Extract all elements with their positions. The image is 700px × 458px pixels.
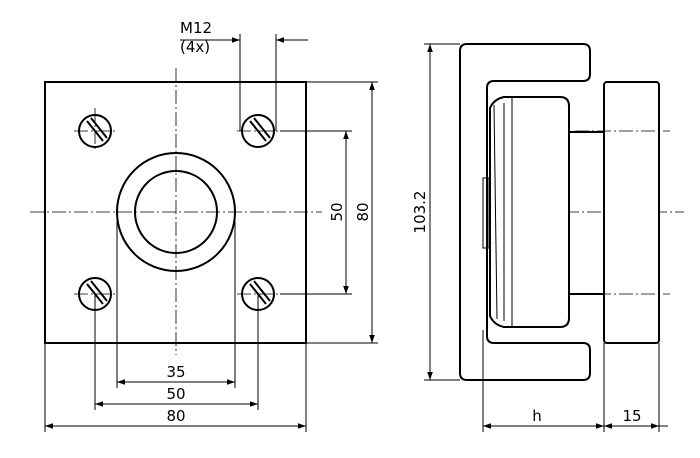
height-dimension-80: 80 <box>306 81 378 344</box>
dim-width-outer-label: 80 <box>166 407 185 425</box>
thread-dimension: M12 (4x) <box>180 19 308 131</box>
thread-count-label: (4x) <box>180 38 210 56</box>
thread-label: M12 <box>180 19 212 37</box>
cylinder-body <box>489 96 570 328</box>
back-plate <box>603 81 660 344</box>
bore-inner-circle <box>134 170 218 254</box>
width-dimension-80: 80 <box>44 343 307 432</box>
dim-h-label: h <box>532 407 542 425</box>
h-dimension: h <box>482 330 605 432</box>
width-dimension-35: 35 <box>116 212 236 388</box>
cylinder-key <box>482 177 490 249</box>
dim-total-height-label: 103.2 <box>411 191 429 234</box>
width-dimension-50: 50 <box>94 294 259 410</box>
side-view: 103.2 h 15 <box>411 43 684 432</box>
dim-height-outer-label: 80 <box>354 202 372 221</box>
shaft-connector <box>568 131 605 295</box>
dim-height-inner-label: 50 <box>328 202 346 221</box>
front-view: M12 (4x) 50 80 35 50 <box>30 19 378 432</box>
c-bracket <box>459 43 591 381</box>
dim-width-bore-label: 35 <box>166 363 185 381</box>
total-height-dimension: 103.2 <box>411 43 460 381</box>
dim-width-inner-label: 50 <box>166 385 185 403</box>
front-plate-outline <box>44 81 307 344</box>
dim-plate-label: 15 <box>622 407 641 425</box>
plate-thickness-dimension: 15 <box>604 343 668 432</box>
height-dimension-50: 50 <box>280 130 352 295</box>
screw-top-right <box>237 114 279 148</box>
screw-top-left <box>74 108 116 152</box>
